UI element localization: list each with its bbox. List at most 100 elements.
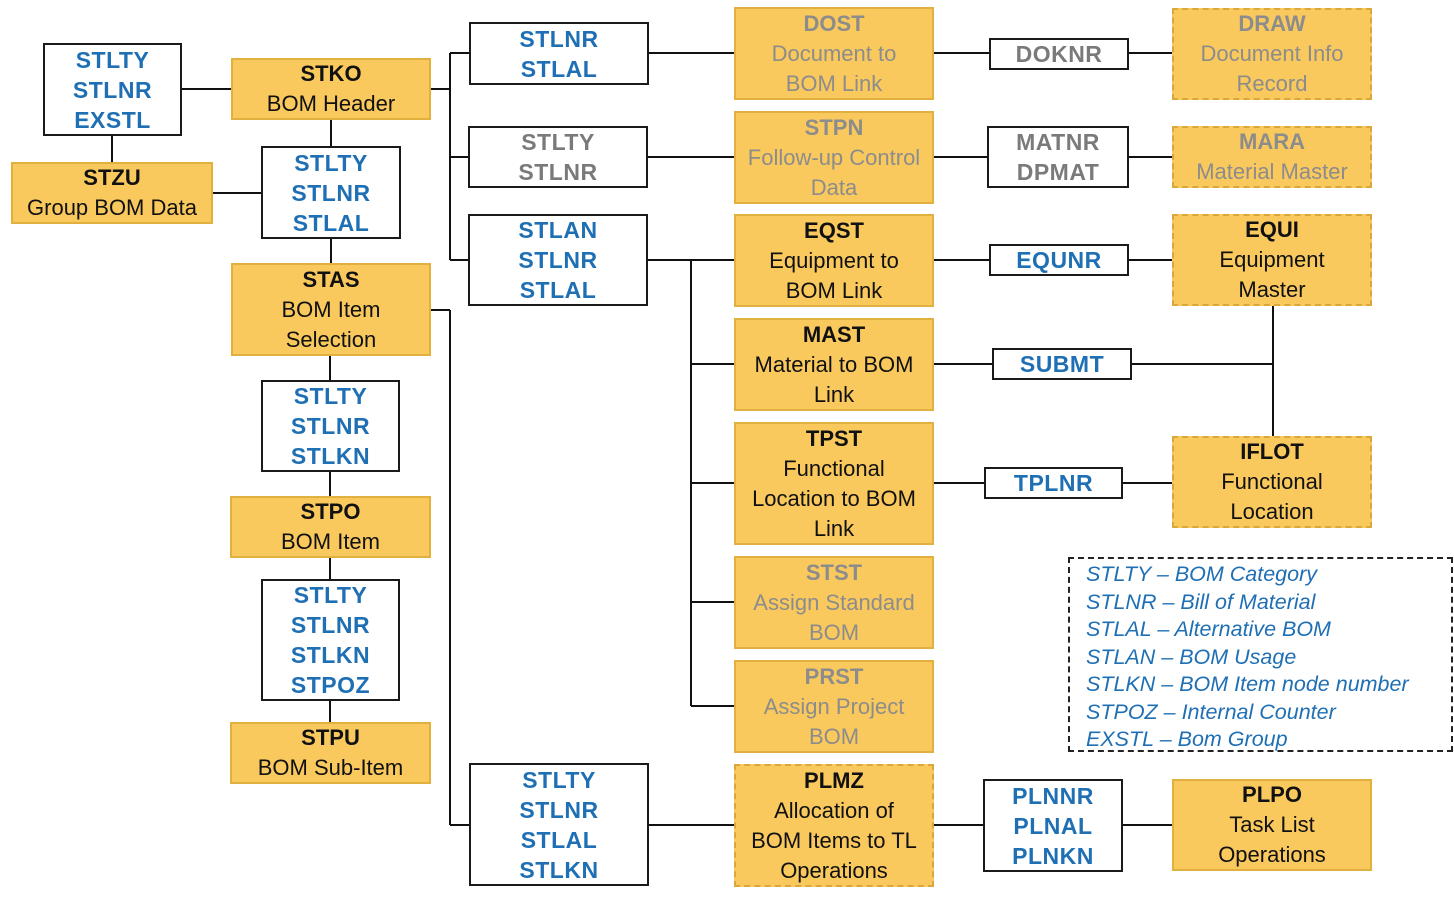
- table-desc: Location: [1230, 499, 1314, 524]
- table-code: EQUI: [1245, 217, 1299, 242]
- table-stst: STST Assign Standard BOM: [734, 556, 934, 649]
- key-field: EXSTL: [74, 106, 151, 133]
- key-field: TPLNR: [1013, 470, 1094, 496]
- table-code: PLMZ: [804, 767, 864, 793]
- key-field: PLNNR: [1012, 782, 1094, 809]
- table-desc: BOM Link: [785, 277, 883, 303]
- table-stzu: STZU Group BOM Data: [11, 162, 213, 224]
- table-desc: Material to BOM: [754, 351, 914, 377]
- table-equi: EQUI Equipment Master: [1172, 214, 1372, 306]
- table-draw: DRAW Document Info Record: [1172, 8, 1372, 100]
- table-desc: Assign Project: [763, 693, 905, 719]
- table-code: STPO: [300, 499, 361, 524]
- table-code: STPN: [804, 114, 864, 140]
- table-desc: Group BOM Data: [27, 195, 197, 220]
- table-desc: Selection: [285, 326, 377, 352]
- key-box-equnr: EQUNR: [989, 244, 1129, 276]
- key-field: STLNR: [291, 179, 371, 206]
- key-field: STLTY: [293, 383, 368, 409]
- key-field: STLAL: [520, 55, 598, 82]
- key-field: STLNR: [518, 247, 598, 273]
- table-desc: Operations: [1218, 842, 1326, 867]
- table-desc: Functional: [783, 455, 885, 481]
- table-eqst: EQST Equipment to BOM Link: [734, 214, 934, 307]
- table-plpo: PLPO Task List Operations: [1172, 779, 1372, 871]
- table-code: IFLOT: [1240, 439, 1304, 464]
- key-field: STLKN: [290, 443, 371, 469]
- key-field: STPOZ: [290, 672, 371, 698]
- key-field: STLTY: [521, 129, 595, 155]
- table-iflot: IFLOT Functional Location: [1172, 436, 1372, 528]
- table-desc: Document to: [771, 40, 897, 66]
- table-code: STPU: [301, 725, 360, 750]
- key-box-matnr: MATNR DPMAT: [987, 126, 1129, 188]
- table-desc: Link: [813, 515, 855, 541]
- table-desc: BOM: [808, 619, 860, 645]
- table-mast: MAST Material to BOM Link: [734, 318, 934, 411]
- key-field: STLTY: [293, 582, 368, 608]
- table-desc: Equipment to: [769, 247, 899, 273]
- key-box-submt: SUBMT: [992, 348, 1132, 380]
- key-field: EQUNR: [1016, 247, 1102, 273]
- table-desc: BOM Sub-Item: [257, 755, 404, 780]
- table-desc: BOM Item: [280, 529, 380, 554]
- table-desc: Equipment: [1219, 247, 1325, 272]
- table-code: STST: [805, 559, 863, 585]
- legend-item: STLNR – Bill of Material: [1086, 589, 1316, 614]
- key-box-plnnr: PLNNR PLNAL PLNKN: [983, 779, 1123, 872]
- key-box-doknr: DOKNR: [989, 38, 1129, 70]
- table-stko: STKO BOM Header: [231, 58, 431, 120]
- key-box-tplnr: TPLNR: [984, 467, 1123, 499]
- table-desc: Document Info: [1200, 41, 1344, 66]
- table-mara: MARA Material Master: [1172, 126, 1372, 188]
- table-code: TPST: [805, 425, 863, 451]
- legend-item: EXSTL – Bom Group: [1086, 727, 1288, 751]
- table-code: PLPO: [1242, 782, 1302, 807]
- table-code: PRST: [804, 663, 864, 689]
- table-desc: Link: [813, 381, 855, 407]
- table-desc: Master: [1238, 277, 1306, 302]
- table-desc: BOM Items to TL: [751, 827, 917, 853]
- key-box-links: STLAN STLNR STLAL: [468, 214, 648, 306]
- table-desc: Data: [810, 174, 858, 200]
- table-desc: Location to BOM: [752, 485, 916, 511]
- key-field: DOKNR: [1015, 41, 1103, 67]
- table-desc: BOM Link: [785, 70, 883, 96]
- table-desc: Follow-up Control: [747, 144, 921, 170]
- key-box-stzu: STLTY STLNR STLAL: [261, 146, 401, 239]
- legend-item: STLAN – BOM Usage: [1086, 644, 1297, 669]
- table-prst: PRST Assign Project BOM: [734, 660, 934, 753]
- key-box-dost: STLNR STLAL: [469, 22, 649, 85]
- table-desc: BOM: [808, 723, 860, 749]
- key-field: STLKN: [519, 856, 599, 883]
- key-field: STLTY: [75, 46, 150, 73]
- table-stpu: STPU BOM Sub-Item: [230, 722, 431, 784]
- key-field: DPMAT: [1016, 159, 1100, 185]
- key-field: MATNR: [1016, 129, 1100, 155]
- key-field: PLNKN: [1012, 842, 1094, 869]
- table-code: STKO: [300, 61, 362, 86]
- table-desc: Allocation of: [774, 797, 894, 823]
- table-desc: Material Master: [1196, 159, 1348, 184]
- table-code: STZU: [83, 165, 141, 190]
- table-desc: Operations: [780, 857, 888, 883]
- key-field: STLNR: [72, 76, 153, 103]
- table-plmz: PLMZ Allocation of BOM Items to TL Opera…: [734, 764, 934, 887]
- table-code: MARA: [1239, 129, 1305, 154]
- table-dost: DOST Document to BOM Link: [734, 7, 934, 100]
- key-field: SUBMT: [1019, 351, 1105, 377]
- key-field: STLNR: [519, 25, 599, 52]
- key-field: STLNR: [518, 159, 598, 185]
- key-field: STLAL: [520, 826, 598, 853]
- table-tpst: TPST Functional Location to BOM Link: [734, 422, 934, 545]
- key-field: STLTY: [294, 149, 368, 176]
- key-box-stpo: STLTY STLNR STLKN STPOZ: [261, 579, 400, 701]
- table-code: MAST: [802, 321, 866, 347]
- key-box-plmz: STLTY STLNR STLAL STLKN: [469, 763, 649, 886]
- table-stpn: STPN Follow-up Control Data: [734, 111, 934, 204]
- table-desc: Assign Standard: [753, 589, 915, 615]
- key-field: STLNR: [290, 612, 371, 638]
- key-field: STLTY: [522, 766, 596, 793]
- table-stpo: STPO BOM Item: [230, 496, 431, 558]
